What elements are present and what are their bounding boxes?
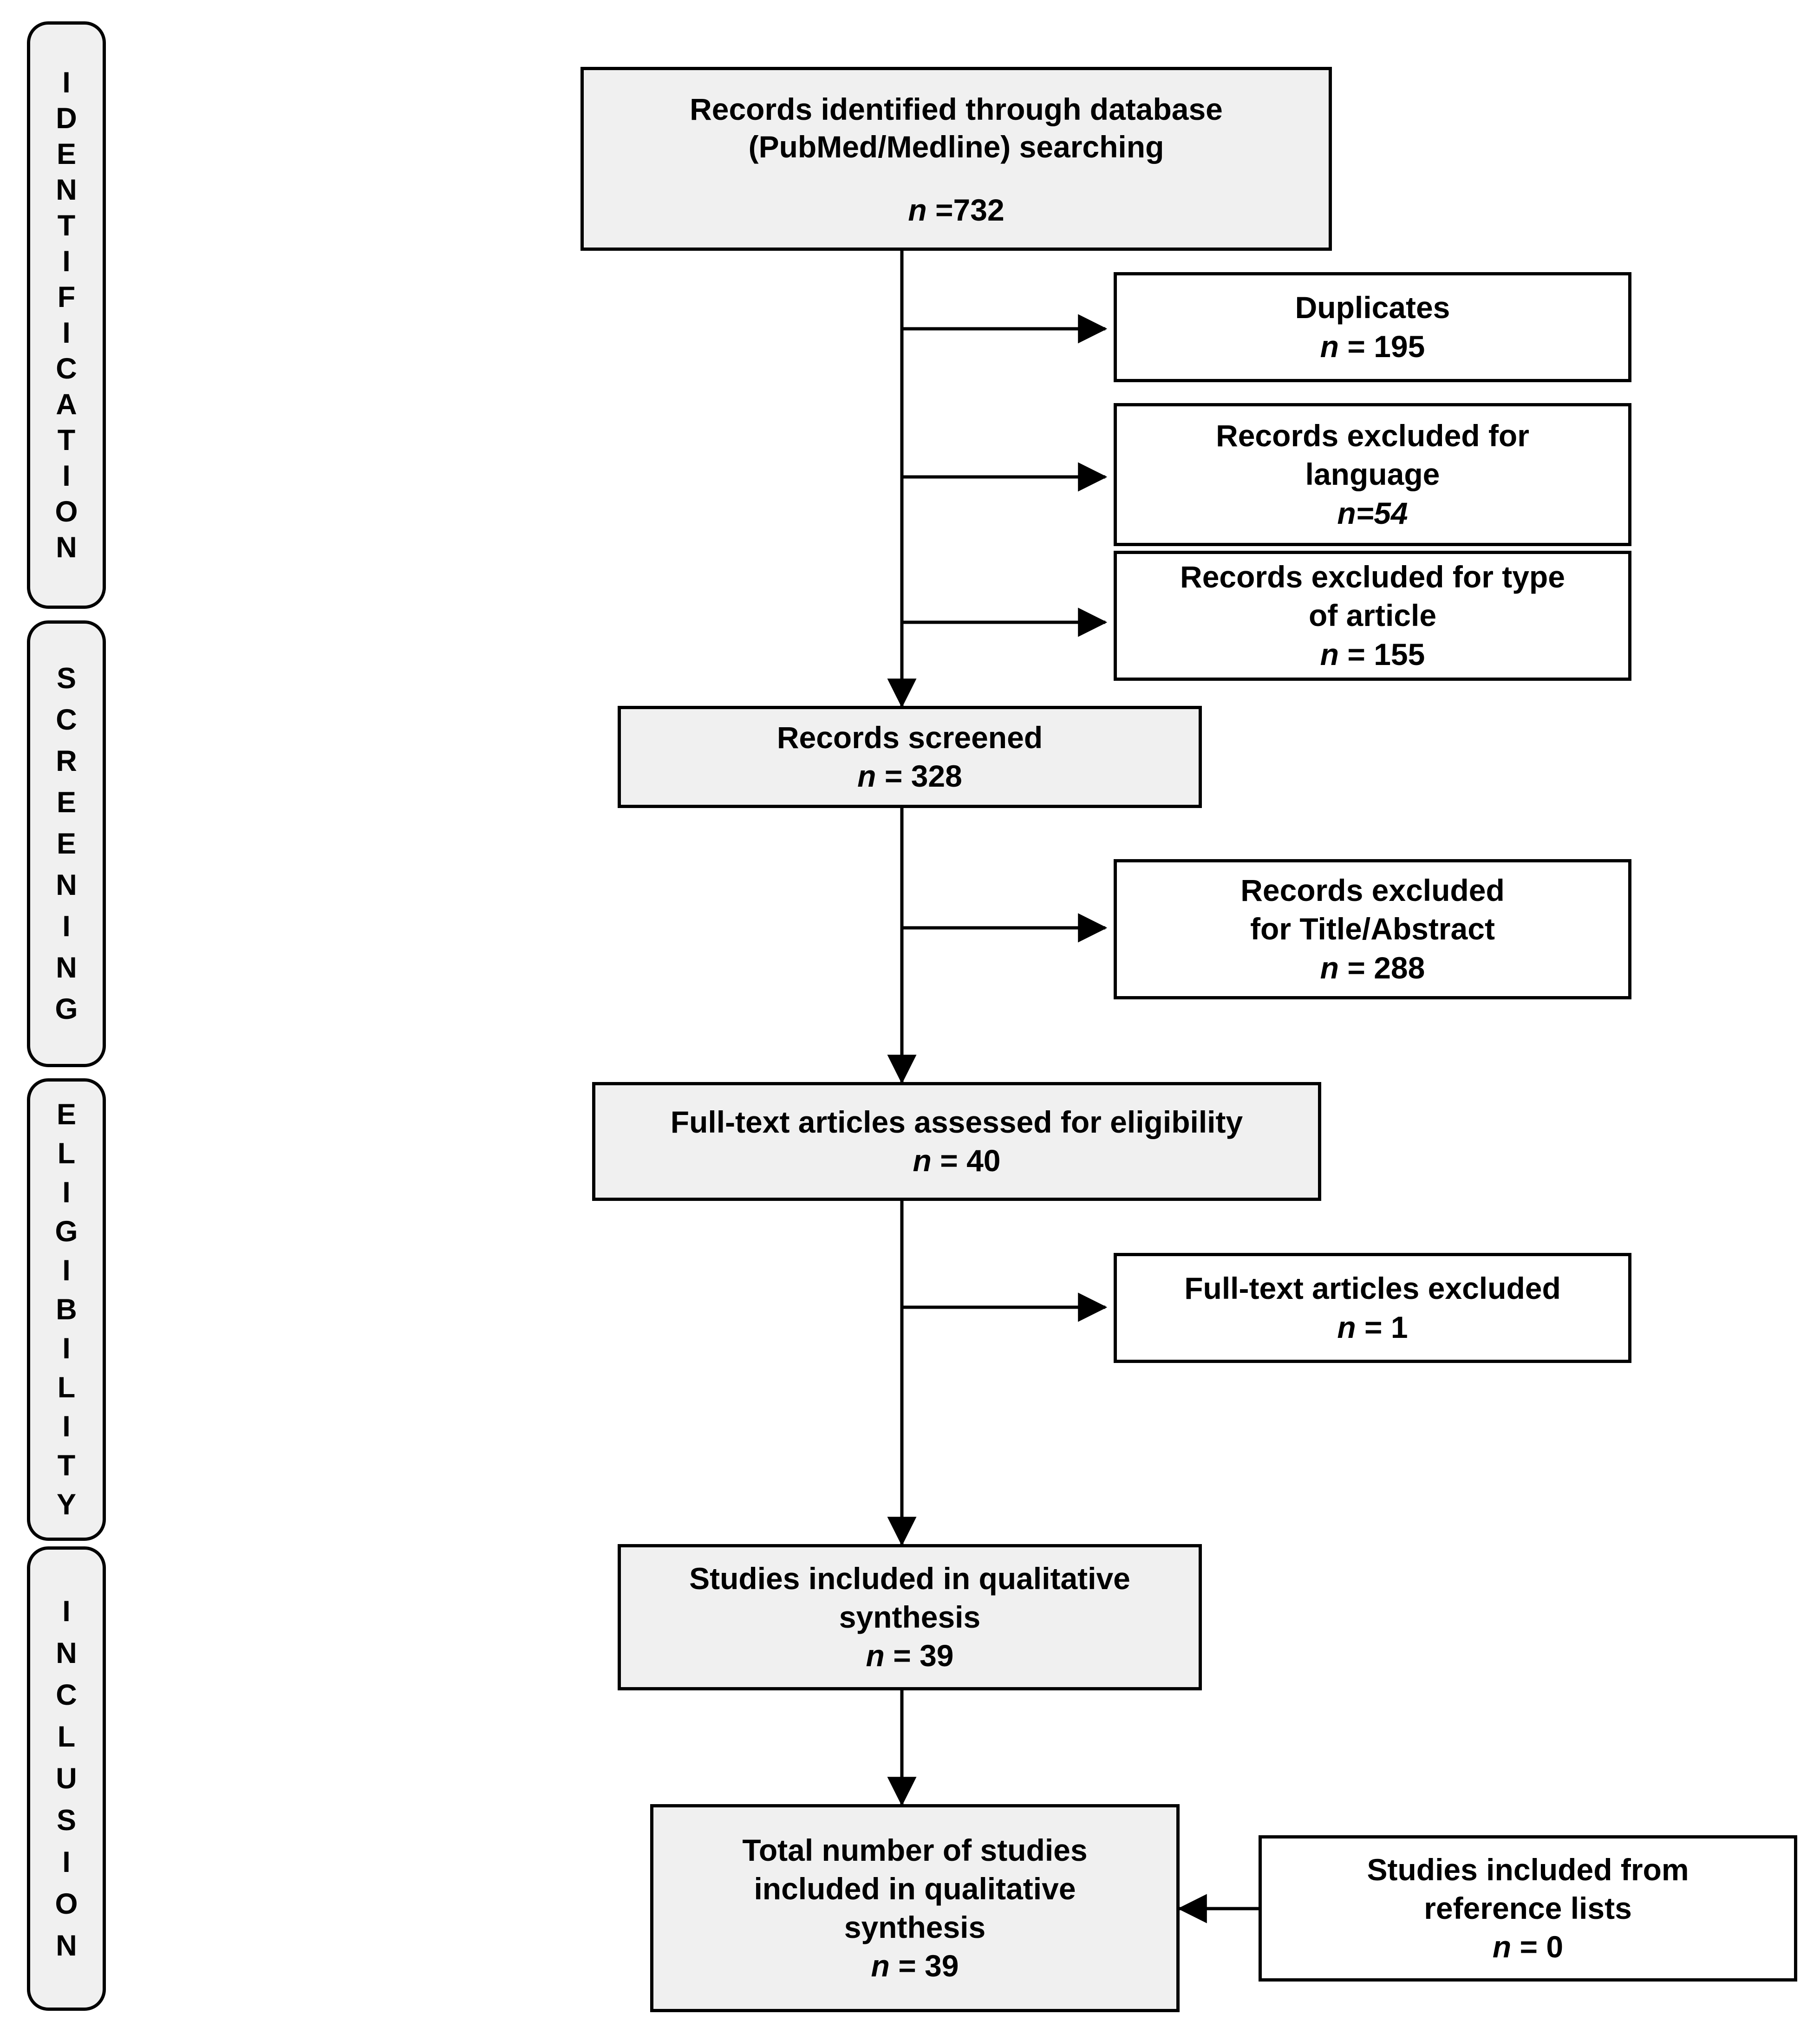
stage-letter: I (62, 1254, 71, 1287)
stage-letter: I (62, 1332, 71, 1365)
stage-letter: T (57, 424, 76, 456)
stage-letter: E (56, 786, 76, 819)
stage-label-screening: S C R E E N I N G (27, 620, 106, 1067)
node-line: Records excluded for type (1180, 560, 1565, 594)
node-line: Full-text articles assessed for eligibil… (670, 1104, 1243, 1139)
node-excluded-language: Records excluded for language n=54 (1114, 403, 1631, 546)
stage-letter: I (62, 66, 71, 99)
node-line: for Title/Abstract (1250, 912, 1495, 946)
node-count: n = 39 (866, 1638, 954, 1673)
stage-letter: I (62, 459, 71, 492)
stage-letter: I (62, 1410, 71, 1443)
stage-label-eligibility: E L I G I B I L I T Y (27, 1078, 106, 1541)
stage-letter: I (62, 910, 71, 943)
stage-letter: R (56, 744, 77, 777)
stage-letter: I (62, 1595, 71, 1628)
node-excluded-type: Records excluded for type of article n =… (1114, 551, 1631, 681)
node-line: Records identified through database (690, 92, 1223, 126)
node-count: n = 40 (913, 1143, 1001, 1178)
node-count: n = 328 (857, 759, 962, 793)
node-count: n=54 (1337, 495, 1408, 530)
node-line: synthesis (839, 1599, 981, 1634)
stage-letter: I (62, 316, 71, 349)
stage-letter: O (55, 495, 78, 528)
node-fulltext-assessed: Full-text articles assessed for eligibil… (592, 1082, 1321, 1201)
node-reference-lists: Studies included from reference lists n … (1259, 1835, 1797, 1982)
stage-letters-identification: I D E N T I F I C A T I O N (55, 68, 78, 562)
node-count: n = 0 (1492, 1930, 1564, 1964)
node-line: included in qualitative (754, 1871, 1076, 1906)
stage-letter: G (55, 1215, 78, 1248)
stage-label-inclusion: I N C L U S I O N (27, 1546, 106, 2011)
node-line: Records excluded (1240, 873, 1505, 908)
stage-letter: Y (56, 1488, 76, 1521)
stage-letter: I (62, 245, 71, 278)
stage-letter: C (56, 352, 77, 385)
node-count: n = 155 (1320, 637, 1425, 671)
node-studies-qualitative: Studies included in qualitative synthesi… (618, 1544, 1202, 1690)
stage-letter: I (62, 1845, 71, 1878)
stage-letter: L (57, 1137, 76, 1170)
node-line: Duplicates (1295, 290, 1450, 325)
node-excluded-title-abstract: Records excluded for Title/Abstract n = … (1114, 859, 1631, 999)
stage-letter: O (55, 1887, 78, 1920)
stage-letter: L (57, 1720, 76, 1753)
stage-letter: N (56, 868, 77, 901)
stage-letter: B (56, 1293, 77, 1326)
node-line: (PubMed/Medline) searching (748, 129, 1164, 164)
node-line: Full-text articles excluded (1184, 1271, 1561, 1306)
node-records-identified: Records identified through database (Pub… (581, 67, 1332, 251)
stage-letter: S (56, 662, 76, 695)
stage-letter: C (56, 1678, 77, 1711)
node-line: Studies included in qualitative (689, 1561, 1130, 1596)
stage-letter: N (56, 531, 77, 564)
node-fulltext-excluded: Full-text articles excluded n = 1 (1114, 1253, 1631, 1363)
stage-letter: N (56, 1929, 77, 1962)
stage-letter: U (56, 1762, 77, 1795)
node-line: Records excluded for (1216, 418, 1529, 453)
node-line: Records screened (776, 720, 1043, 755)
stage-letter: L (57, 1371, 76, 1404)
node-line: reference lists (1424, 1891, 1632, 1925)
stage-letter: E (56, 827, 76, 860)
node-total-studies: Total number of studies included in qual… (650, 1804, 1180, 2012)
stage-letter: A (56, 388, 77, 421)
node-line: Total number of studies (742, 1832, 1088, 1867)
stage-letter: N (56, 173, 77, 206)
node-line: Studies included from (1367, 1852, 1689, 1887)
node-count: n = 195 (1320, 329, 1425, 364)
stage-letter: F (57, 280, 76, 313)
stage-letter: T (57, 1449, 76, 1482)
node-count: n = 39 (871, 1949, 959, 1983)
stage-letter: D (56, 102, 77, 135)
stage-letters-screening: S C R E E N I N G (55, 664, 78, 1024)
node-count: n = 1 (1337, 1310, 1408, 1344)
stage-letter: E (56, 137, 76, 170)
node-records-screened: Records screened n = 328 (618, 706, 1202, 808)
stage-letter: T (57, 209, 76, 242)
node-count: n =732 (908, 193, 1005, 228)
stage-letter: N (56, 1636, 77, 1669)
stage-letter: N (56, 951, 77, 984)
stage-letter: E (56, 1098, 76, 1131)
stage-letter: I (62, 1176, 71, 1209)
node-count: n = 288 (1320, 950, 1425, 985)
stage-letter: S (56, 1804, 76, 1837)
stage-letter: G (55, 992, 78, 1025)
stage-letters-eligibility: E L I G I B I L I T Y (55, 1100, 78, 1519)
stage-letter: C (56, 703, 77, 736)
node-line: synthesis (844, 1910, 986, 1944)
node-line: language (1305, 457, 1440, 492)
node-duplicates: Duplicates n = 195 (1114, 272, 1631, 382)
stage-label-identification: I D E N T I F I C A T I O N (27, 21, 106, 609)
stage-letters-inclusion: I N C L U S I O N (55, 1597, 78, 1961)
node-line: of article (1308, 598, 1437, 633)
